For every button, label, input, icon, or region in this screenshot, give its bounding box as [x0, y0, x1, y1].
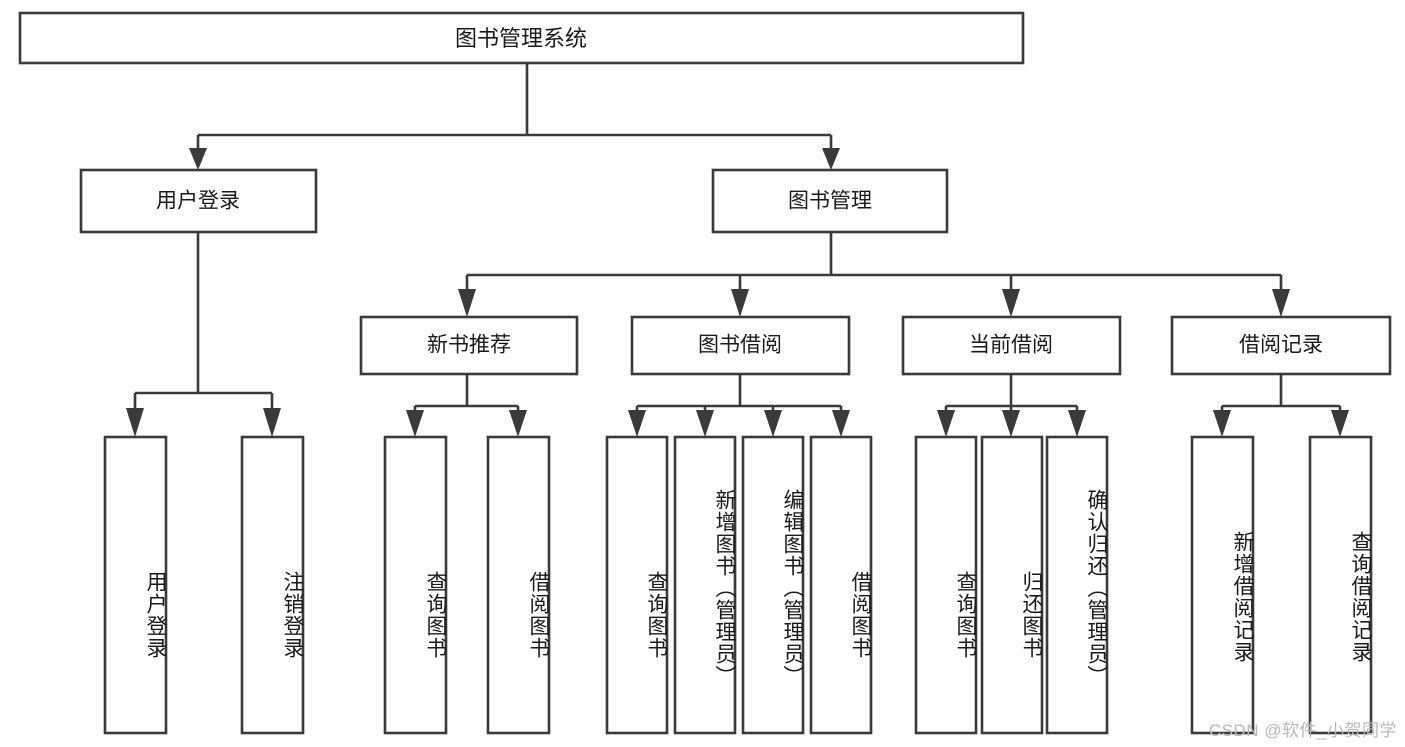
connector-group-user-login-to-leaves	[126, 232, 281, 437]
node-book-borrow-label: 图书借阅	[698, 334, 782, 357]
arrow-head-book-borrow	[731, 289, 749, 317]
node-leaf-add-record[interactable]	[1190, 435, 1255, 735]
arrow-head-leaf-query-book-3	[937, 410, 955, 437]
node-current-borrow[interactable]	[901, 315, 1122, 376]
connector-group-current-borrow-to-leaves	[937, 374, 1086, 437]
connector-group-new-book-to-leaves	[406, 374, 527, 437]
node-leaf-edit-book[interactable]	[741, 435, 805, 735]
arrow-head-leaf-logout-login	[263, 408, 281, 437]
connector-group-root-to-level2	[189, 63, 840, 170]
arrow-head-leaf-query-book-1	[406, 410, 424, 437]
arrow-head-leaf-return-book	[1002, 410, 1020, 437]
node-root-label: 图书管理系统	[455, 26, 587, 51]
node-leaf-borrow-book-1[interactable]	[486, 435, 551, 735]
arrow-head-leaf-confirm-return	[1068, 410, 1086, 437]
arrow-head-book-management	[822, 148, 840, 170]
arrow-head-leaf-query-book-2	[628, 410, 646, 437]
node-leaf-query-book-3[interactable]	[914, 435, 978, 735]
arrow-head-new-book-recommend	[458, 289, 476, 317]
arrow-head-leaf-add-record	[1213, 410, 1231, 437]
node-leaf-borrow-book-2[interactable]	[809, 435, 873, 735]
node-leaf-confirm-return[interactable]	[1045, 435, 1109, 735]
arrow-head-leaf-user-login	[126, 408, 144, 437]
connector-group-book-management-to-level3	[458, 232, 1290, 317]
node-book-management-label: 图书管理	[788, 190, 872, 213]
node-user-login[interactable]	[79, 168, 318, 234]
connector-group-borrow-record-to-leaves	[1213, 374, 1349, 437]
node-user-login-label: 用户登录	[156, 190, 240, 213]
arrow-head-leaf-edit-book	[764, 410, 782, 437]
arrow-head-borrow-record	[1272, 289, 1290, 317]
csdn-watermark: CSDN @软件_小贺同学	[1208, 721, 1397, 740]
node-book-management[interactable]	[711, 168, 949, 234]
arrow-head-leaf-borrow-book-1	[509, 410, 527, 437]
arrow-head-leaf-borrow-book-2	[832, 410, 850, 437]
arrow-head-leaf-add-book	[696, 410, 714, 437]
arrow-head-current-borrow	[1002, 289, 1020, 317]
arrow-head-user-login	[189, 148, 207, 170]
node-leaf-return-book[interactable]	[980, 435, 1044, 735]
node-borrow-record[interactable]	[1170, 315, 1392, 376]
arrow-head-leaf-query-record	[1331, 410, 1349, 437]
node-leaf-query-book-2[interactable]	[605, 435, 669, 735]
node-leaf-user-login[interactable]	[103, 435, 168, 735]
node-borrow-record-label: 借阅记录	[1239, 334, 1323, 357]
node-new-book-recommend-label: 新书推荐	[427, 334, 511, 357]
node-root[interactable]	[18, 11, 1025, 65]
node-current-borrow-label: 当前借阅	[969, 334, 1053, 357]
connector-group-book-borrow-to-leaves	[628, 374, 850, 437]
node-new-book-recommend[interactable]	[359, 315, 579, 376]
node-book-borrow[interactable]	[630, 315, 851, 376]
node-leaf-query-record[interactable]	[1308, 435, 1373, 735]
node-leaf-logout-login[interactable]	[240, 435, 305, 735]
node-leaf-query-book-1[interactable]	[383, 435, 448, 735]
node-leaf-add-book[interactable]	[673, 435, 737, 735]
